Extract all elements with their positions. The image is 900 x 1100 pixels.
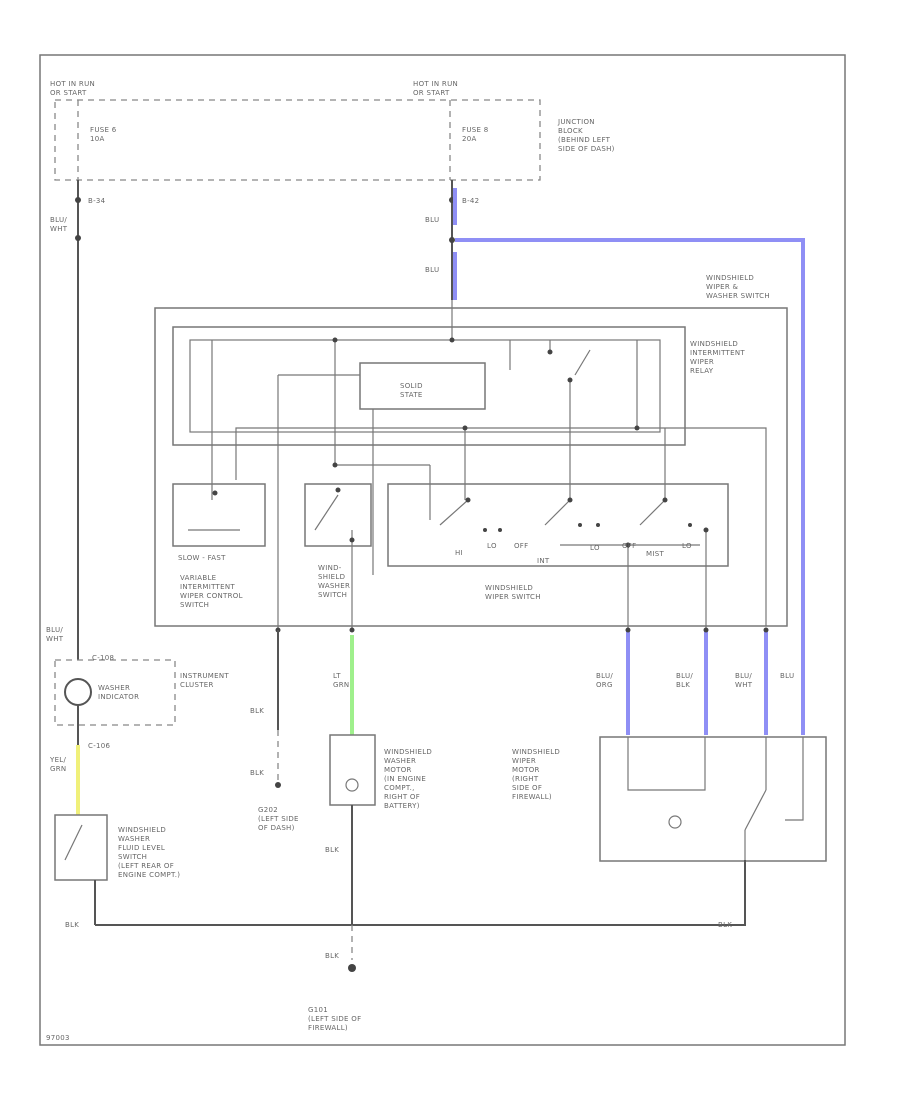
- label-blk-2: BLK: [250, 707, 264, 715]
- label-off2: OFF: [622, 542, 636, 550]
- label-blu-wht-2: BLU/WHT: [46, 626, 64, 643]
- label-blu-wht-1: BLU/WHT: [50, 216, 68, 233]
- label-blu-blk: BLU/BLK: [676, 672, 693, 689]
- label-blk-1: BLK: [65, 921, 79, 929]
- label-blk-3: BLK: [250, 769, 264, 777]
- instrument-cluster-outline: [54, 659, 176, 726]
- switch-assembly-box: [154, 307, 788, 627]
- label-c106: C-106: [88, 742, 111, 750]
- internal-wiring: [188, 300, 707, 630]
- label-lo2: LO: [590, 544, 600, 552]
- connector-b34: [75, 197, 81, 203]
- label-blu-3: BLU: [780, 672, 794, 680]
- lower-section-line: [235, 427, 767, 626]
- label-conn-b34: B-34: [88, 197, 106, 205]
- label-mist: MIST: [646, 550, 664, 558]
- wiper-switch-box: [387, 483, 729, 567]
- diagram-frame: [39, 54, 846, 1046]
- solid-state-box: [359, 362, 486, 410]
- splice-left: [75, 235, 81, 241]
- label-blk-6: BLK: [325, 952, 339, 960]
- label-slow-fast: SLOW - FAST: [178, 554, 226, 562]
- int-ctrl-switch-box: [172, 483, 266, 547]
- label-int: INT: [537, 557, 550, 565]
- label-blu-wht-3: BLU/WHT: [735, 672, 753, 689]
- wiper-motor-internals: [627, 737, 804, 920]
- label-c108: C-108: [92, 654, 114, 662]
- int-relay-box: [172, 326, 686, 446]
- fluid-level-switch-box: [54, 814, 108, 881]
- label-off: OFF: [514, 542, 528, 550]
- junction-block-outline: [54, 99, 541, 181]
- splice-blu: [449, 237, 455, 243]
- label-conn-b42: B-42: [462, 197, 479, 205]
- washer-indicator-lamp: [64, 678, 92, 706]
- washer-motor-box: [329, 734, 376, 806]
- label-lo3: LO: [682, 542, 692, 550]
- ground-g202: [275, 782, 281, 788]
- label-blu-org: BLU/ORG: [596, 672, 613, 689]
- ground-g101: [348, 964, 356, 972]
- internal-nodes: [212, 337, 769, 633]
- label-blk-5: BLK: [718, 921, 732, 929]
- label-blu-1: BLU: [425, 216, 439, 224]
- label-blk-4: BLK: [325, 846, 339, 854]
- label-lo: LO: [487, 542, 497, 550]
- ground-bus: [95, 860, 746, 926]
- washer-switch-box: [304, 483, 372, 547]
- wiper-motor-box: [599, 736, 827, 862]
- label-fig-id: 97003: [46, 1034, 70, 1042]
- int-relay-inner: [189, 339, 661, 433]
- blue-wires: [453, 188, 805, 735]
- label-hi: HI: [455, 549, 463, 557]
- label-blu-2: BLU: [425, 266, 439, 274]
- label-yel-grn: YEL/GRN: [49, 756, 66, 773]
